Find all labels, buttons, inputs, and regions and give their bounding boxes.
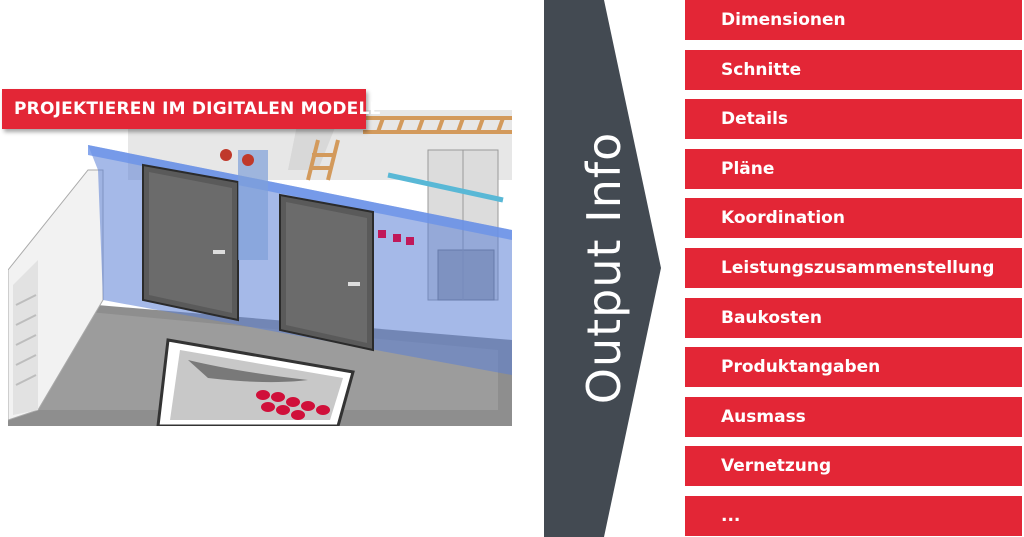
bim-model-illustration	[8, 110, 512, 426]
info-item-more: ...	[685, 496, 1022, 536]
info-item-schnitte: Schnitte	[685, 50, 1022, 90]
info-item-details: Details	[685, 99, 1022, 139]
info-item-dimensionen: Dimensionen	[685, 0, 1022, 40]
info-item-leistungszusammenstellung: Leistungszusammenstellung	[685, 248, 1022, 288]
info-item-ausmass: Ausmass	[685, 397, 1022, 437]
info-item-produktangaben: Produktangaben	[685, 347, 1022, 387]
model-badge: PROJEKTIEREN IM DIGITALEN MODELL	[2, 89, 380, 129]
info-item-plaene: Pläne	[685, 149, 1022, 189]
info-item-koordination: Koordination	[685, 198, 1022, 238]
info-item-baukosten: Baukosten	[685, 298, 1022, 338]
info-item-vernetzung: Vernetzung	[685, 446, 1022, 486]
output-arrow	[544, 0, 661, 537]
output-info-label: Output Info	[577, 131, 631, 405]
